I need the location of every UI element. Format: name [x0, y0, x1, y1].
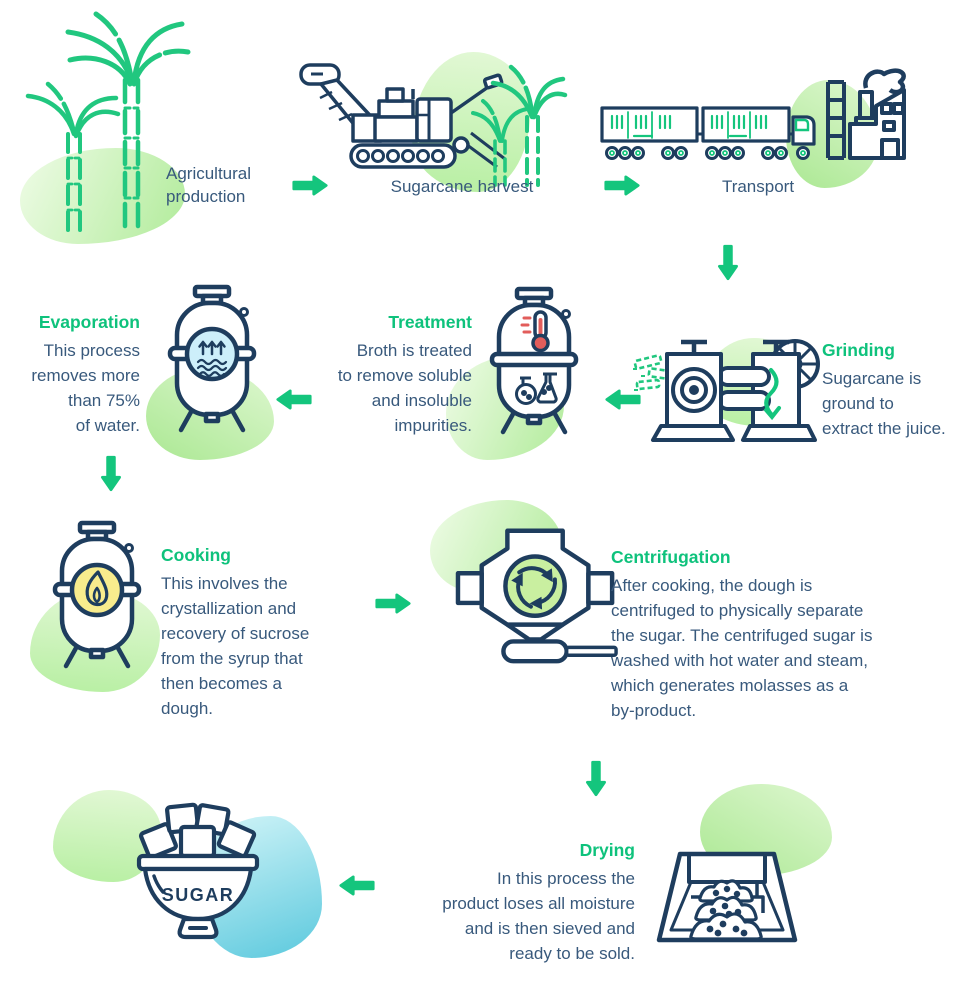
step-body-cooking: This involves the crystallization and re…: [161, 574, 310, 718]
road-train-truck-icon: [600, 106, 816, 160]
drying-trays-icon: [656, 851, 798, 943]
step-body-centrifugation: After cooking, the dough is centrifuged …: [611, 576, 873, 720]
arrow-right-icon: [292, 175, 328, 196]
flow-arrow-left: [338, 873, 376, 898]
step-title-grinding: Grinding: [822, 340, 895, 360]
step-grinding: Grinding Sugarcane is ground to extract …: [822, 340, 980, 441]
step-label-agricultural-production: Agricultural production: [166, 164, 252, 206]
arrow-down-icon: [586, 760, 606, 797]
flow-arrow-down: [577, 760, 615, 797]
step-body-evaporation: This process removes more than 75% of wa…: [31, 341, 140, 435]
sugarcane-harvester-icon: [299, 63, 568, 187]
flow-arrow-left: [604, 387, 642, 412]
step-title-centrifugation: Centrifugation: [611, 547, 731, 567]
step-label-transport: Transport: [721, 177, 795, 196]
step-title-evaporation: Evaporation: [38, 312, 140, 332]
step-body-drying: In this process the product loses all mo…: [442, 869, 635, 963]
flow-arrow-right: [374, 591, 412, 616]
cooking-tank-icon: [52, 520, 142, 669]
step-body-treatment: Broth is treated to remove soluble and i…: [337, 341, 472, 435]
arrow-down-icon: [718, 244, 738, 281]
grinding-mill-icon: [633, 339, 820, 442]
factory-icon: [826, 68, 906, 160]
sugarcane-plant-icon: [25, 11, 191, 233]
step-body-grinding: Sugarcane is ground to extract the juice…: [822, 369, 946, 438]
arrow-right-icon: [375, 593, 411, 614]
flow-arrow-left: [275, 387, 313, 412]
sugar-bowl-label: SUGAR: [162, 885, 235, 905]
flow-arrow-right: [603, 173, 641, 198]
flow-arrow-down: [92, 455, 130, 492]
arrow-left-icon: [276, 389, 312, 410]
step-centrifugation: Centrifugation After cooking, the dough …: [611, 547, 956, 723]
step-treatment: Treatment Broth is treated to remove sol…: [322, 312, 472, 438]
evaporation-tank-icon: [167, 284, 257, 433]
step-title-cooking: Cooking: [161, 545, 231, 565]
step-title-treatment: Treatment: [388, 312, 472, 332]
step-drying: Drying In this process the product loses…: [385, 840, 635, 966]
flow-arrow-down: [709, 244, 747, 281]
centrifuge-icon: [455, 528, 618, 664]
arrow-down-icon: [101, 455, 121, 492]
arrow-left-icon: [339, 875, 375, 896]
arrow-left-icon: [605, 389, 641, 410]
arrow-right-icon: [604, 175, 640, 196]
step-label-sugarcane-harvest: Sugarcane harvest: [390, 177, 534, 196]
step-title-drying: Drying: [579, 840, 635, 860]
step-cooking: Cooking This involves the crystallizatio…: [161, 545, 346, 721]
sugar-bowl-icon: SUGAR: [136, 802, 260, 940]
step-evaporation: Evaporation This process removes more th…: [8, 312, 140, 438]
treatment-tank-icon: [489, 286, 579, 435]
flow-arrow-right: [291, 173, 329, 198]
